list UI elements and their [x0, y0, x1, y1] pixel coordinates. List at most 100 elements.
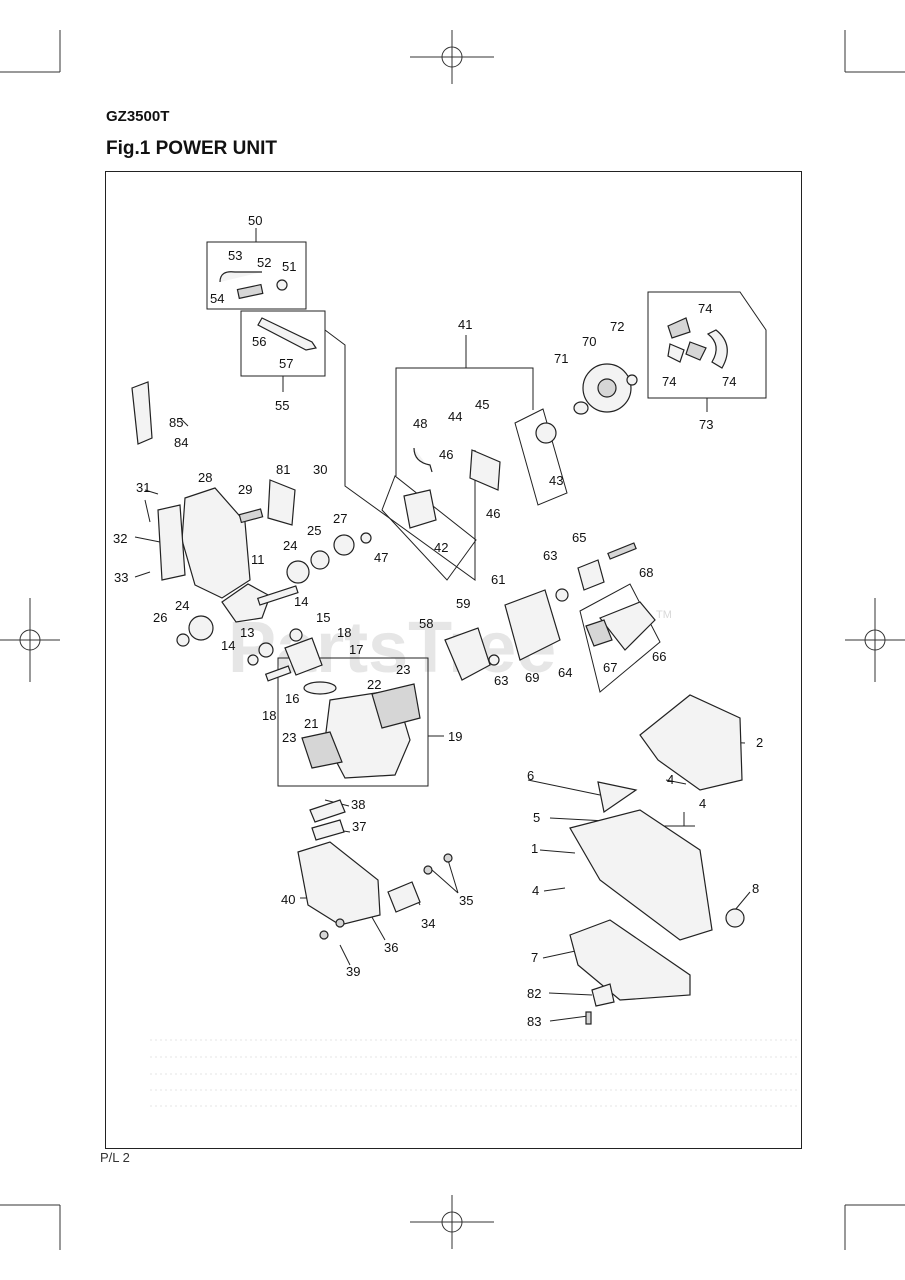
- piston-pin: [264, 665, 292, 682]
- muffler-36: [297, 841, 381, 926]
- callout-23a: 23: [396, 662, 410, 677]
- callout-6: 6: [527, 768, 534, 783]
- callout-84: 84: [174, 435, 188, 450]
- callout-55: 55: [275, 398, 289, 413]
- page-reference: P/L 2: [100, 1150, 130, 1165]
- callout-44: 44: [448, 409, 462, 424]
- callout-73: 73: [699, 417, 713, 432]
- callout-22: 22: [367, 677, 381, 692]
- plate-84: [131, 381, 153, 445]
- callout-45: 45: [475, 397, 489, 412]
- callout-23b: 23: [282, 730, 296, 745]
- callout-4b: 4: [699, 796, 706, 811]
- group-boxes: [206, 228, 767, 787]
- plate-81: [267, 479, 296, 526]
- shroud-2: [639, 694, 743, 791]
- callout-7: 7: [531, 950, 538, 965]
- oil-pipe: [257, 317, 317, 351]
- parts: [131, 271, 745, 1025]
- callout-71: 71: [554, 351, 568, 366]
- box-clutch-73: [647, 291, 767, 399]
- callout-8: 8: [752, 881, 759, 896]
- callout-30: 30: [313, 462, 327, 477]
- callout-61: 61: [491, 572, 505, 587]
- callout-58: 58: [419, 616, 433, 631]
- callout-51: 51: [282, 259, 296, 274]
- callout-13: 13: [240, 625, 254, 640]
- fuel-filter: [236, 283, 264, 300]
- callout-4c: 4: [532, 883, 539, 898]
- callout-59: 59: [456, 596, 470, 611]
- callout-19: 19: [448, 729, 462, 744]
- gasket-37: [311, 819, 345, 841]
- air-filter: [599, 601, 656, 651]
- intake-58: [444, 627, 491, 681]
- callout-69: 69: [525, 670, 539, 685]
- callout-85: 85: [169, 415, 183, 430]
- crankshaft: [221, 583, 271, 623]
- box-oil-pump-42: [381, 475, 477, 581]
- box-worm-43: [514, 408, 568, 506]
- cover-32: [157, 504, 186, 581]
- spacer-63b: [488, 654, 500, 666]
- ring-47: [360, 532, 372, 544]
- callout-48: 48: [413, 416, 427, 431]
- crankcase-1: [569, 809, 713, 941]
- callout-53: 53: [228, 248, 242, 263]
- gasket-34: [387, 881, 421, 913]
- part-38: [309, 799, 346, 823]
- callout-41: 41: [458, 317, 472, 332]
- seal-26: [176, 633, 190, 647]
- callout-37: 37: [352, 819, 366, 834]
- dotted-lines: [150, 1039, 800, 1107]
- callout-15: 15: [316, 610, 330, 625]
- plate-8: [725, 908, 745, 928]
- pin-29: [238, 508, 264, 524]
- callout-36: 36: [384, 940, 398, 955]
- callout-40: 40: [281, 892, 295, 907]
- diagram-frame: [105, 171, 802, 1149]
- cover-21: [301, 731, 343, 769]
- washer: [626, 374, 638, 386]
- callout-16: 16: [285, 691, 299, 706]
- crop-marks: [0, 30, 905, 1250]
- needle-bearing: [573, 401, 589, 415]
- callout-70: 70: [582, 334, 596, 349]
- piston-ring: [303, 681, 337, 695]
- crankcase-left: [181, 487, 251, 599]
- bolt-68: [607, 542, 637, 560]
- callout-54: 54: [210, 291, 224, 306]
- callout-63a: 63: [543, 548, 557, 563]
- callout-17: 17: [349, 642, 363, 657]
- callout-81: 81: [276, 462, 290, 477]
- callout-31: 31: [136, 480, 150, 495]
- callout-74a: 74: [698, 301, 712, 316]
- bracket-65: [577, 559, 605, 591]
- callout-24a: 24: [283, 538, 297, 553]
- callout-2: 2: [756, 735, 763, 750]
- watermark-tm: TM: [656, 609, 672, 621]
- plate-6: [597, 781, 638, 814]
- part-82: [591, 983, 615, 1007]
- callout-82: 82: [527, 986, 541, 1001]
- worm-gear: [535, 422, 557, 444]
- callout-56: 56: [252, 334, 266, 349]
- callout-50: 50: [248, 213, 262, 228]
- callout-68: 68: [639, 565, 653, 580]
- callout-35: 35: [459, 893, 473, 908]
- callout-43: 43: [549, 473, 563, 488]
- callout-1: 1: [531, 841, 538, 856]
- callout-46b: 46: [486, 506, 500, 521]
- callout-65: 65: [572, 530, 586, 545]
- callout-26: 26: [153, 610, 167, 625]
- spacer-63a: [555, 588, 569, 602]
- callout-38: 38: [351, 797, 365, 812]
- callout-64: 64: [558, 665, 572, 680]
- callout-57: 57: [279, 356, 293, 371]
- pump-plate: [469, 449, 501, 491]
- callout-5: 5: [533, 810, 540, 825]
- callout-32: 32: [113, 531, 127, 546]
- callout-42: 42: [434, 540, 448, 555]
- box-cylinder-19: [277, 657, 429, 787]
